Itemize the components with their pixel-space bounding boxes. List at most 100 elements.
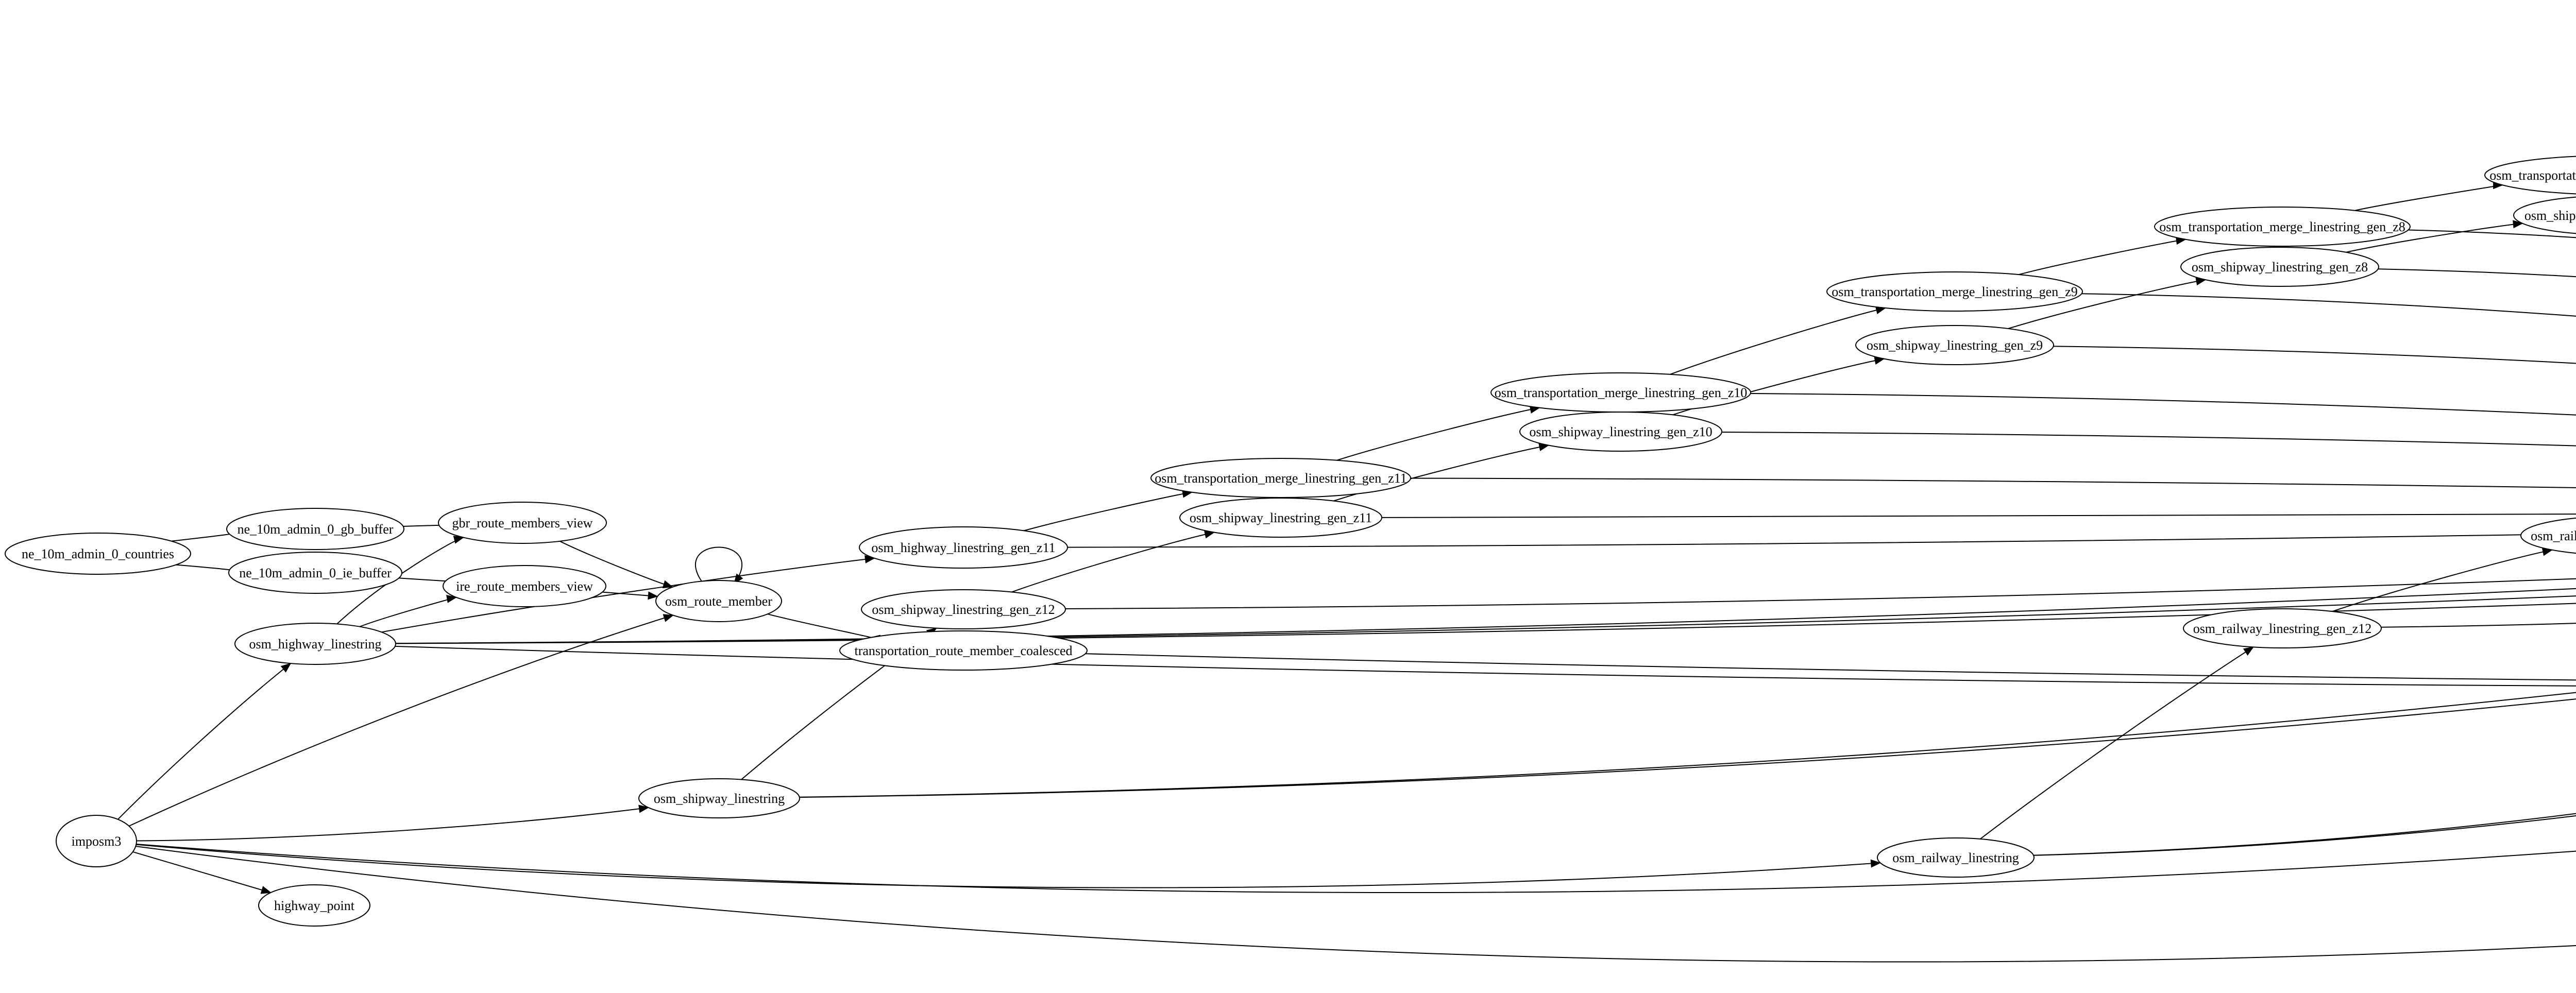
node-shipway: osm_shipway_linestring — [638, 778, 800, 818]
edge-merge_z9-to-row-z9 — [2081, 293, 2576, 317]
edge-imposm3-to-aerialway — [136, 844, 2576, 894]
node-merge_z9: osm_transportation_merge_linestring_gen_… — [1826, 271, 2083, 312]
node-label-coalesced: transportation_route_member_coalesced — [854, 643, 1072, 658]
node-label-countries: ne_10m_admin_0_countries — [22, 546, 174, 561]
node-ellipse-ship_z8 — [2180, 247, 2379, 287]
node-merge_z10: osm_transportation_merge_linestring_gen_… — [1490, 372, 1751, 413]
node-label-merge_z9: osm_transportation_merge_linestring_gen_… — [1832, 284, 2078, 299]
edge-imposm3-to-railway — [136, 844, 1882, 888]
node-label-route_member: osm_route_member — [665, 594, 772, 609]
node-ellipse-route_member — [655, 580, 782, 622]
edge-hl-to-ire_view — [359, 595, 457, 627]
edge-merge_z10-to-row-z10 — [1750, 393, 2576, 416]
edge-route_member-to-route_member — [694, 546, 743, 585]
node-ellipse-countries — [5, 533, 191, 575]
node-rail_z12: osm_railway_linestring_gen_z12 — [2183, 608, 2382, 648]
node-hl_gen_z11: osm_highway_linestring_gen_z11 — [859, 526, 1068, 569]
node-ellipse-ship_z7 — [2513, 196, 2576, 234]
node-ie_buffer: ne_10m_admin_0_ie_buffer — [228, 552, 402, 594]
node-label-railway: osm_railway_linestring — [1892, 850, 2019, 865]
node-label-rail_z11: osm_railway_linestring_gen_z11 — [2531, 528, 2576, 543]
edge-hl-to-row-z12 — [395, 588, 2576, 644]
node-ellipse-merge_z8 — [2154, 207, 2411, 247]
edge-railway-to-row-z13 — [2033, 813, 2576, 856]
node-ellipse-coalesced — [839, 630, 1088, 671]
node-label-gbr_view: gbr_route_members_view — [452, 516, 593, 530]
node-rail_z11: osm_railway_linestring_gen_z11 — [2520, 517, 2576, 554]
edge-imposm3-to-hw_polygon — [135, 846, 2576, 963]
node-ship_z10: osm_shipway_linestring_gen_z10 — [1519, 412, 1722, 452]
node-ellipse-ie_buffer — [228, 552, 402, 594]
edge-shipway-to-row-z13 — [799, 692, 2576, 798]
node-ellipse-highway_point — [258, 884, 370, 927]
edge-ship_z12-to-row-z12 — [1065, 578, 2576, 609]
edge-railway-to-row-z14+ — [2033, 815, 2576, 856]
edge-hl-to-row-z13 — [395, 595, 2576, 644]
edge-ship_z12-to-ship_z11 — [1011, 530, 1215, 593]
edge-ie_buffer-to-ire_view — [396, 577, 455, 586]
edge-merge_z9-to-merge_z8 — [2019, 236, 2187, 276]
node-ship_z12: osm_shipway_linestring_gen_z12 — [861, 589, 1066, 629]
node-countries: ne_10m_admin_0_countries — [5, 533, 191, 575]
node-ship_z8: osm_shipway_linestring_gen_z8 — [2180, 247, 2379, 287]
node-label-shipway: osm_shipway_linestring — [654, 791, 785, 806]
edge-ship_z11-to-row-z11 — [1381, 515, 2576, 518]
node-ellipse-ship_z10 — [1519, 412, 1722, 452]
node-ellipse-hl — [234, 623, 396, 665]
edge-hl_gen_z11-to-merge_z11 — [1024, 489, 1193, 532]
edge-rail_z12-to-rail_z11 — [2332, 547, 2553, 612]
edge-ship_z8-to-ship_z7 — [2346, 220, 2523, 253]
edge-railway-to-rail_z12 — [1979, 646, 2255, 840]
node-route_member: osm_route_member — [655, 580, 782, 622]
node-merge_z11: osm_transportation_merge_linestring_gen_… — [1150, 458, 1411, 498]
edge-imposm3-to-hl — [117, 663, 292, 820]
edge-hl_gen_z11-to-row-z11 — [1067, 533, 2576, 548]
edge-gb_buffer-to-gbr_view — [399, 521, 449, 529]
node-label-merge_z10: osm_transportation_merge_linestring_gen_… — [1495, 385, 1748, 400]
edge-hl-to-gbr_view — [336, 536, 465, 625]
node-label-imposm3: imposm3 — [72, 834, 122, 849]
node-ellipse-shipway — [638, 778, 800, 818]
node-label-ship_z10: osm_shipway_linestring_gen_z10 — [1529, 424, 1712, 439]
node-ire_view: ire_route_members_view — [443, 565, 606, 607]
edge-ship_z9-to-ship_z8 — [2008, 277, 2207, 329]
node-merge_z7: osm_transportation_merge_linestring_gen_… — [2484, 156, 2576, 195]
edge-imposm3-to-route_member — [128, 614, 674, 827]
edge-merge_z11-to-merge_z10 — [1336, 405, 1540, 461]
node-label-highway_point: highway_point — [274, 898, 355, 913]
edge-hl-to-hl_gen_z11 — [381, 555, 875, 633]
node-ellipse-hl_gen_z11 — [859, 526, 1068, 569]
edge-hl-to-name_network — [395, 645, 2576, 687]
node-label-ship_z7: osm_shipway_linestring_gen_z7 — [2524, 208, 2576, 223]
node-ellipse-rail_z12 — [2183, 608, 2382, 648]
node-label-ship_z8: osm_shipway_linestring_gen_z8 — [2192, 260, 2368, 275]
node-label-ie_buffer: ne_10m_admin_0_ie_buffer — [239, 566, 392, 580]
node-ellipse-rail_z11 — [2520, 517, 2576, 554]
edge-countries-to-gb_buffer — [171, 529, 239, 542]
edge-ire_view-to-route_member — [600, 591, 658, 600]
node-ellipse-ship_z9 — [1855, 325, 2054, 365]
node-railway: osm_railway_linestring — [1877, 837, 2035, 878]
edge-countries-to-ie_buffer — [175, 564, 240, 575]
node-ellipse-railway — [1877, 837, 2035, 878]
node-label-ship_z11: osm_shipway_linestring_gen_z11 — [1190, 510, 1372, 525]
edge-route_member-to-coalesced — [767, 613, 880, 643]
node-ellipse-imposm3 — [56, 815, 137, 867]
node-hl: osm_highway_linestring — [234, 623, 396, 665]
node-ellipse-ire_view — [443, 565, 606, 607]
node-ellipse-gbr_view — [438, 502, 607, 544]
edge-imposm3-to-highway_point — [132, 851, 272, 894]
edge-imposm3-to-shipway — [136, 804, 650, 842]
edge-gbr_view-to-route_member — [560, 540, 674, 589]
node-label-merge_z8: osm_transportation_merge_linestring_gen_… — [2159, 219, 2405, 234]
node-label-ship_z9: osm_shipway_linestring_gen_z9 — [1867, 338, 2043, 353]
edge-merge_z8-to-merge_z7 — [2354, 181, 2504, 211]
edge-ship_z9-to-row-z9 — [2053, 346, 2576, 364]
node-ellipse-ship_z11 — [1179, 498, 1382, 538]
node-ellipse-gb_buffer — [226, 508, 404, 550]
edge-shipway-to-row-z14+ — [799, 698, 2576, 798]
node-label-merge_z7: osm_transportation_merge_linestring_gen_… — [2489, 168, 2576, 183]
node-label-merge_z11: osm_transportation_merge_linestring_gen_… — [1155, 471, 1407, 486]
